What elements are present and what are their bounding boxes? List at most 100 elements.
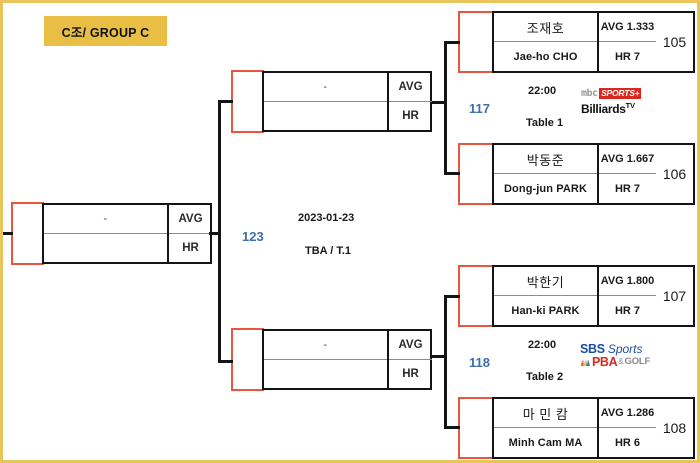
mbc-wordmark: mbc <box>581 88 598 99</box>
pba-wordmark: PBA <box>592 355 618 369</box>
billiards-tv-sup: TV <box>625 101 635 110</box>
billiards-text: Billiards <box>581 102 626 116</box>
player-105-hr: HR 7 <box>614 50 641 63</box>
final-red-bracket <box>11 202 44 265</box>
final-name-column: - <box>44 205 169 262</box>
player-105-rank: 105 <box>656 11 695 73</box>
player-108-name-column: 마 민 캄 Minh Cam MA <box>494 399 599 457</box>
match-117-table: Table 1 <box>526 117 564 129</box>
semifinal-top-stat-column: AVG HR <box>389 73 432 130</box>
player-107-name-ko: 박한기 <box>494 267 597 296</box>
connector-semifinal-top-stub <box>218 100 233 103</box>
semifinal-bottom-player-cells[interactable]: - AVG HR <box>262 329 432 390</box>
pba-ampersand: & <box>618 357 624 366</box>
semifinal-top-name-column: - <box>264 73 389 130</box>
match-117-time: 22:00 <box>528 85 557 97</box>
mbc-sports-billiards-logo: mbc SPORTS+ BilliardsTV <box>581 88 642 115</box>
player-107-stat-column: AVG 1.800 HR 7 <box>599 267 656 325</box>
connector-final-stub <box>209 232 221 235</box>
player-107-hr: HR 7 <box>614 304 641 317</box>
player-107-cells[interactable]: 박한기 Han-ki PARK AVG 1.800 HR 7 <box>492 265 658 327</box>
connector-118-vertical <box>444 295 447 429</box>
player-108-red-bracket <box>458 397 494 459</box>
mbc-sports-badge: SPORTS+ <box>599 88 642 99</box>
player-105-cells[interactable]: 조재호 Jae-ho CHO AVG 1.333 HR 7 <box>492 11 658 73</box>
semifinal-bottom-red-bracket <box>231 328 264 391</box>
player-106-name-en: Dong-jun PARK <box>504 182 587 195</box>
semifinal-bottom-stat-column: AVG HR <box>389 331 432 388</box>
final-left-stub <box>3 232 13 235</box>
sbs-wordmark: SBS <box>580 342 605 356</box>
semifinal-bottom-name-column: - <box>264 331 389 388</box>
semifinal-top-red-bracket <box>231 70 264 133</box>
match-117-number: 117 <box>469 101 490 116</box>
connector-117-out-stub <box>432 101 446 104</box>
semifinal-bottom-avg-label: AVG <box>389 331 432 360</box>
connector-semifinal-bottom-stub <box>218 360 233 363</box>
connector-117-top-stub <box>444 41 460 44</box>
player-106-stat-column: AVG 1.667 HR 7 <box>599 145 656 203</box>
match-123-table: TBA / T.1 <box>305 245 352 257</box>
connector-semifinal-vertical <box>218 100 221 362</box>
final-stat-column: AVG HR <box>169 205 212 262</box>
player-106-name-ko: 박동준 <box>494 145 597 174</box>
final-hr-label: HR <box>182 241 199 254</box>
player-107-rank: 107 <box>656 265 695 327</box>
sbs-brand-row: SBS Sports <box>580 342 650 356</box>
connector-118-top-stub <box>444 295 460 298</box>
group-title-text: C조/ GROUP C <box>61 25 150 40</box>
player-106-avg: AVG 1.667 <box>599 145 656 174</box>
final-player-name-ko: - <box>44 205 167 234</box>
player-105-stat-column: AVG 1.333 HR 7 <box>599 13 656 71</box>
match-118-number: 118 <box>469 355 490 370</box>
match-123-number: 123 <box>242 229 264 244</box>
player-105-name-column: 조재호 Jae-ho CHO <box>494 13 599 71</box>
player-106-hr: HR 7 <box>614 182 641 195</box>
player-105-name-ko: 조재호 <box>494 13 597 42</box>
golf-wordmark: GOLF <box>624 356 651 367</box>
connector-117-bottom-stub <box>444 172 460 175</box>
player-106-cells[interactable]: 박동준 Dong-jun PARK AVG 1.667 HR 7 <box>492 143 658 205</box>
semifinal-top-player-cells[interactable]: - AVG HR <box>262 71 432 132</box>
semifinal-bottom-hr-label: HR <box>402 367 419 380</box>
final-avg-label: AVG <box>169 205 212 234</box>
semifinal-top-avg-label: AVG <box>389 73 432 102</box>
player-108-rank: 108 <box>656 397 695 459</box>
player-105-avg: AVG 1.333 <box>599 13 656 42</box>
semifinal-top-hr-label: HR <box>402 109 419 122</box>
pba-golf-row: PBA & GOLF <box>580 356 650 368</box>
player-107-name-column: 박한기 Han-ki PARK <box>494 267 599 325</box>
match-118-time: 22:00 <box>528 339 557 351</box>
connector-118-out-stub <box>432 355 446 358</box>
group-title-banner: C조/ GROUP C <box>44 16 167 46</box>
player-108-name-ko: 마 민 캄 <box>494 399 597 428</box>
player-106-name-column: 박동준 Dong-jun PARK <box>494 145 599 203</box>
player-106-red-bracket <box>458 143 494 205</box>
player-107-name-en: Han-ki PARK <box>511 304 580 317</box>
billiards-tv-wordmark: BilliardsTV <box>581 100 641 115</box>
player-108-cells[interactable]: 마 민 캄 Minh Cam MA AVG 1.286 HR 6 <box>492 397 658 459</box>
player-107-red-bracket <box>458 265 494 327</box>
player-108-avg: AVG 1.286 <box>599 399 656 428</box>
player-108-name-en: Minh Cam MA <box>508 436 583 449</box>
player-106-rank: 106 <box>656 143 695 205</box>
semifinal-bottom-name-en <box>264 360 387 389</box>
peacock-icon <box>581 358 590 366</box>
connector-118-bottom-stub <box>444 426 460 429</box>
semifinal-top-name-ko: - <box>264 73 387 102</box>
final-player-cells[interactable]: - AVG HR <box>42 203 212 264</box>
mbc-brand-row: mbc SPORTS+ <box>581 88 642 99</box>
player-105-red-bracket <box>458 11 494 73</box>
match-123-date: 2023-01-23 <box>298 212 355 224</box>
player-108-hr: HR 6 <box>614 436 641 449</box>
connector-117-vertical <box>444 41 447 175</box>
player-108-stat-column: AVG 1.286 HR 6 <box>599 399 656 457</box>
player-105-name-en: Jae-ho CHO <box>513 50 578 63</box>
semifinal-top-name-en <box>264 102 387 131</box>
final-player-name-en <box>44 234 167 263</box>
sbs-sports-wordmark: Sports <box>607 342 643 356</box>
match-118-table: Table 2 <box>526 371 564 383</box>
semifinal-bottom-name-ko: - <box>264 331 387 360</box>
sbs-sports-pba-golf-logo: SBS Sports PBA & GOLF <box>580 342 650 369</box>
